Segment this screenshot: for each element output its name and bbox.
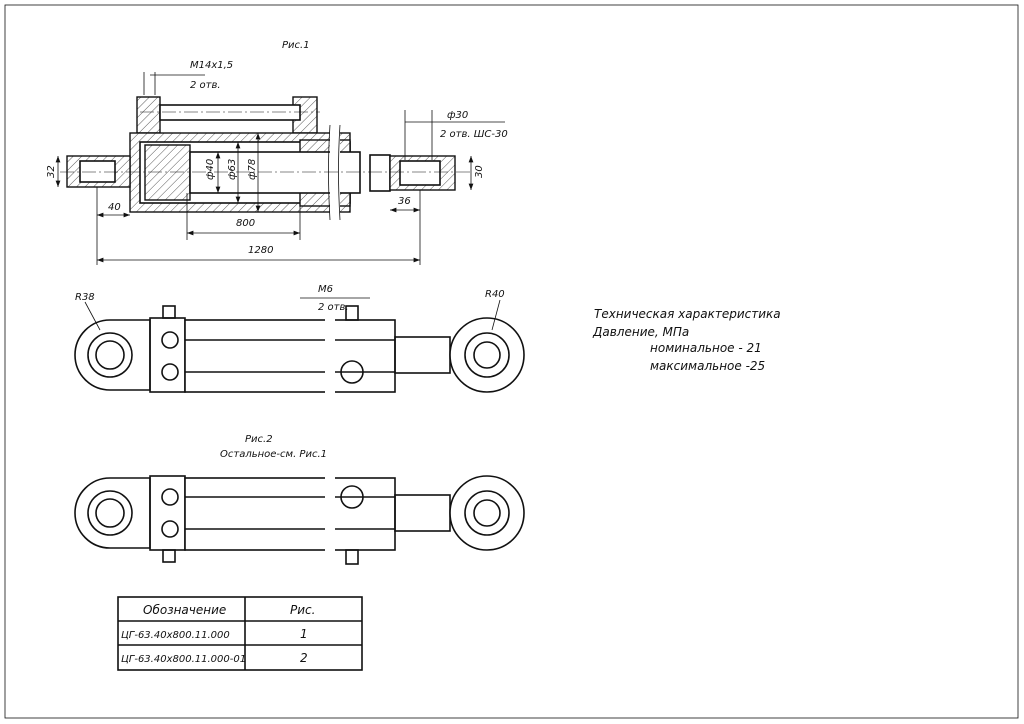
rear-eye-outline (74, 319, 151, 391)
dim-800: 800 (236, 218, 255, 229)
dim-32: 32 (46, 165, 57, 178)
pin-holes-label: 2 отв. ШС-30 (440, 129, 508, 140)
dim-30: 30 (474, 165, 485, 178)
sheet-border (4, 4, 1019, 719)
dim-36: 36 (398, 196, 411, 207)
table-header-designation: Обозначение (143, 603, 226, 617)
dim-d78: ф78 (247, 159, 258, 180)
rear-flange (136, 96, 161, 134)
specs-pressure: Давление, МПа (592, 325, 689, 339)
front-eye-outline (449, 317, 525, 393)
table-cell: ЦГ-63.40х800.11.000 (121, 630, 230, 641)
side-view-2: Рис.2 Остальное-см. Рис.1 (74, 434, 525, 565)
thread-holes-label: 2 отв. (190, 80, 221, 91)
specs-nominal: номинальное - 21 (650, 341, 762, 355)
rod-end-stub (369, 154, 391, 192)
section-view: Рис.1 М14х1,5 2 отв. 32 40 ф40 ф63 ф78 8… (46, 40, 508, 265)
dim-d63: ф63 (227, 159, 238, 180)
table-cell: ЦГ-63.40х800.11.000-01 (121, 654, 246, 665)
table-header-fig: Рис. (290, 603, 315, 617)
dim-d40: ф40 (205, 159, 216, 180)
rear-block (149, 317, 186, 393)
rod (394, 336, 451, 374)
m6-holes-label: 2 отв. (318, 302, 349, 313)
table-cell: 1 (300, 627, 308, 641)
fig2-title: Рис.2 (245, 434, 273, 445)
table-cell: 2 (300, 651, 308, 665)
technical-specs: Техническая характеристика Давление, МПа… (592, 307, 781, 373)
radius-40-label: R40 (485, 289, 505, 300)
specs-maximum: максимальное -25 (650, 359, 765, 373)
dim-1280: 1280 (248, 245, 273, 256)
piston (144, 144, 191, 201)
dim-40: 40 (108, 202, 121, 213)
side-view-1: R38 М6 2 отв. R40 (74, 284, 525, 397)
designation-table: Обозначение Рис. ЦГ-63.40х800.11.000 1 Ц… (117, 596, 363, 671)
m6-label: М6 (318, 284, 333, 295)
tie-rod (159, 104, 301, 121)
cylinder-body (184, 319, 396, 393)
fig2-note: Остальное-см. Рис.1 (220, 449, 327, 460)
radius-38-label: R38 (75, 292, 95, 303)
pin-diameter-label: ф30 (447, 110, 468, 121)
thread-label: М14х1,5 (190, 60, 233, 71)
fig1-title: Рис.1 (282, 40, 310, 51)
specs-title: Техническая характеристика (594, 307, 781, 321)
